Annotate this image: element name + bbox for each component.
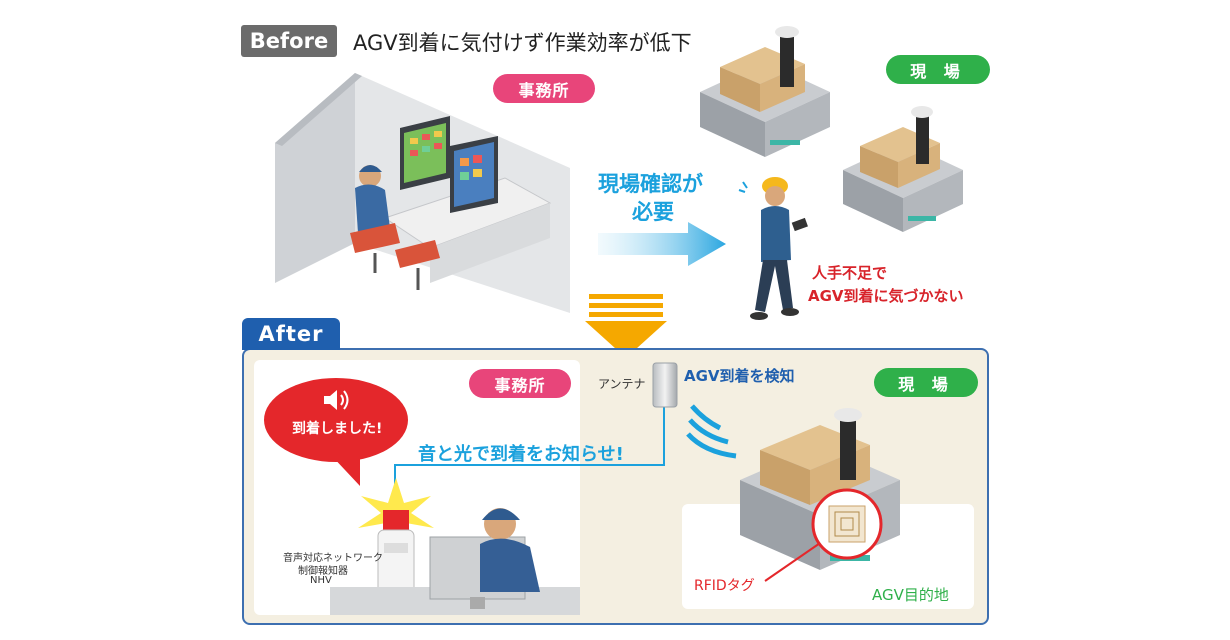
before-title: AGV到着に気付けず作業効率が低下 bbox=[353, 31, 692, 55]
right-arrow-icon bbox=[598, 222, 726, 266]
device-line1: 音声対応ネットワーク bbox=[283, 553, 383, 564]
after-office-label: 事務所 bbox=[469, 369, 571, 398]
speaker-icon bbox=[324, 390, 349, 410]
before-agv-2 bbox=[843, 106, 963, 232]
antenna-label: アンテナ bbox=[598, 377, 646, 391]
rfid-tag-icon bbox=[764, 488, 883, 582]
notify-text: 音と光で到着をお知らせ! bbox=[418, 444, 624, 465]
speech-text: 到着しました! bbox=[292, 421, 383, 437]
radio-waves-icon bbox=[686, 404, 737, 459]
before-office-label: 事務所 bbox=[493, 74, 595, 103]
device-line3: NHV bbox=[310, 575, 332, 586]
after-office-worker bbox=[330, 508, 580, 615]
shortage-line1: 人手不足で bbox=[812, 264, 888, 282]
check-text-line2: 必要 bbox=[632, 200, 674, 224]
down-arrow-icon bbox=[585, 294, 667, 358]
shortage-line2: AGV到着に気づかない bbox=[808, 287, 964, 305]
before-agv-1 bbox=[700, 26, 830, 157]
rfid-label: RFIDタグ bbox=[694, 578, 755, 594]
destination-label: AGV目的地 bbox=[872, 586, 949, 604]
before-site-label: 現 場 bbox=[886, 55, 990, 84]
speech-bubble bbox=[264, 378, 408, 486]
before-office-illustration bbox=[275, 73, 570, 313]
device-line2: 制御報知器 bbox=[298, 566, 348, 577]
before-tag: Before bbox=[241, 25, 337, 57]
antenna-icon bbox=[652, 362, 678, 408]
detect-text: AGV到着を検知 bbox=[684, 367, 795, 385]
check-text-line1: 現場確認が bbox=[598, 172, 703, 196]
after-site-label: 現 場 bbox=[874, 368, 978, 397]
walking-worker bbox=[738, 177, 808, 320]
after-tag: After bbox=[242, 318, 340, 350]
